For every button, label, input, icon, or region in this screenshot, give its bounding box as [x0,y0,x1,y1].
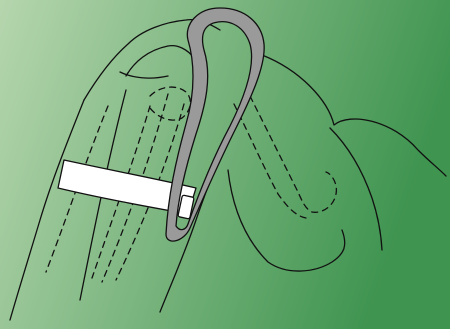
leg-brace-illustration [0,0,450,329]
illustration-canvas [0,0,450,329]
